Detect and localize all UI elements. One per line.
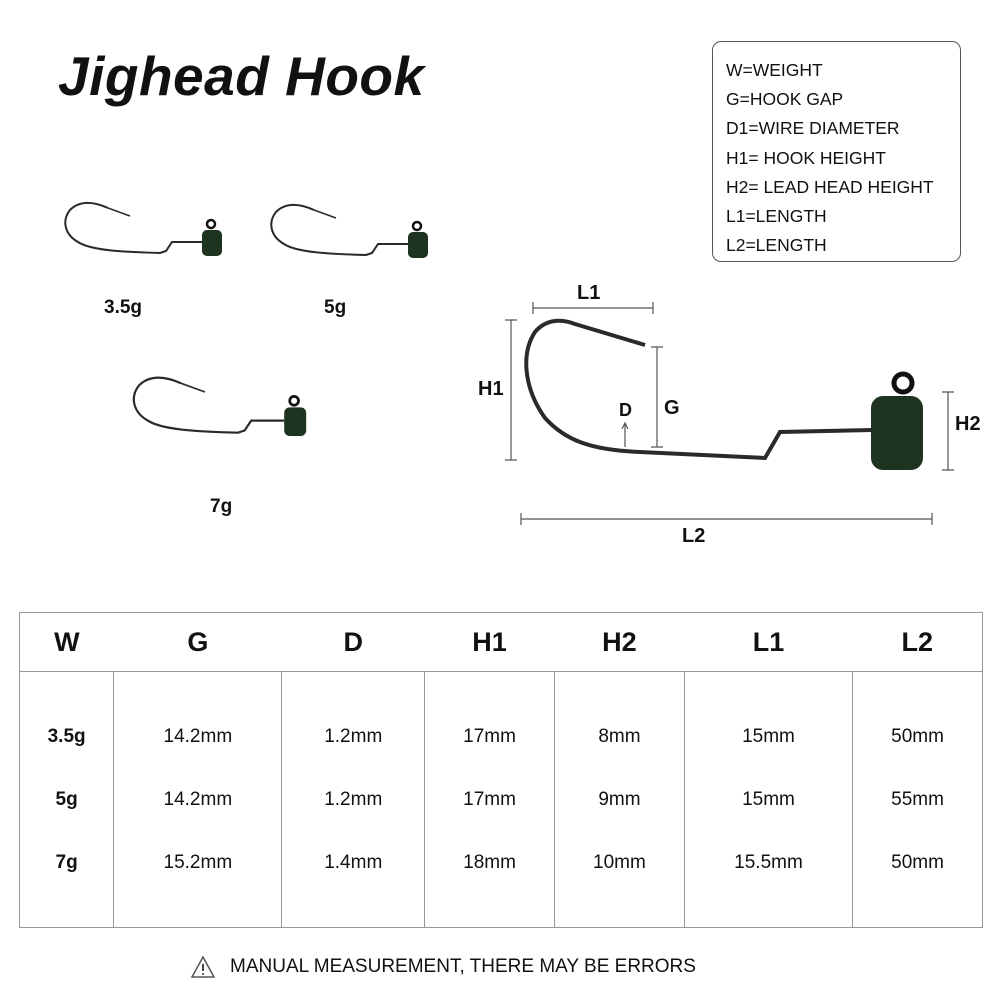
table-cell: 10mm	[593, 852, 646, 873]
legend-item: W=WEIGHT	[726, 60, 823, 80]
table-cell: 55mm	[891, 789, 944, 810]
table-cell: 14.2mm	[163, 789, 233, 810]
header-h1: H1	[424, 612, 555, 672]
legend-item: D1=WIRE DIAMETER	[726, 118, 900, 139]
abbreviation-legend: W=WEIGHT G=HOOK GAP D1=WIRE DIAMETER H1=…	[712, 41, 961, 262]
legend-item: H2= LEAD HEAD HEIGHT	[726, 176, 934, 197]
legend-item: L2=LENGTH	[726, 235, 827, 256]
table-cell: 15.5mm	[734, 852, 803, 873]
table-cell: 1.2mm	[324, 726, 383, 747]
table-cell: 7g	[55, 852, 78, 873]
warning-triangle-icon	[190, 955, 216, 978]
dim-label-l2: L2	[682, 525, 706, 547]
dim-label-l1: L1	[577, 282, 601, 304]
column-l2: 50mm 55mm 50mm	[852, 671, 983, 928]
table-header-row: W G D H1 H2 L1 L2	[19, 612, 983, 672]
table-cell: 50mm	[891, 726, 944, 747]
dim-label-h2: H2	[955, 413, 981, 435]
column-l1: 15mm 15mm 15.5mm	[683, 671, 853, 928]
table-cell: 15mm	[742, 789, 795, 810]
dim-label-d: D	[619, 400, 632, 420]
hook-5g-icon	[270, 203, 430, 260]
hook-7g-icon	[132, 376, 308, 438]
hook-3-5g-icon	[64, 201, 224, 258]
dimension-lines	[505, 302, 954, 525]
table-cell: 9mm	[598, 789, 641, 810]
dim-label-g: G	[664, 397, 680, 419]
header-w: W	[19, 612, 114, 672]
table-cell: 1.2mm	[324, 789, 383, 810]
dim-label-h1: H1	[478, 378, 504, 400]
measurement-note: MANUAL MEASUREMENT, THERE MAY BE ERRORS	[190, 955, 696, 979]
hook-illustrations	[64, 201, 954, 525]
note-text: MANUAL MEASUREMENT, THERE MAY BE ERRORS	[230, 956, 696, 977]
legend-item: H1= HOOK HEIGHT	[726, 147, 886, 168]
column-d: 1.2mm 1.2mm 1.4mm	[281, 671, 425, 928]
header-l2: L2	[852, 612, 983, 672]
table-cell: 15.2mm	[163, 852, 233, 873]
table-cell: 5g	[55, 789, 78, 810]
table-cell: 3.5g	[47, 726, 86, 747]
variant-label-7g: 7g	[210, 496, 233, 517]
legend-item: L1=LENGTH	[726, 206, 827, 227]
column-g: 14.2mm 14.2mm 15.2mm	[113, 671, 282, 928]
table-cell: 17mm	[463, 726, 516, 747]
spec-table: W G D H1 H2 L1 L2 3.5g 5g 7g 14.2mm 14.2…	[19, 612, 983, 928]
header-d: D	[281, 612, 425, 672]
table-cell: 8mm	[598, 726, 641, 747]
header-l1: L1	[684, 612, 853, 672]
table-cell: 17mm	[463, 789, 516, 810]
table-body: 3.5g 5g 7g 14.2mm 14.2mm 15.2mm 1.2mm 1.…	[20, 671, 983, 928]
table-cell: 14.2mm	[163, 726, 233, 747]
legend-item: G=HOOK GAP	[726, 89, 844, 110]
column-h2: 8mm 9mm 10mm	[553, 671, 685, 928]
header-g: G	[113, 612, 282, 672]
page-title: Jighead Hook	[58, 45, 425, 107]
diagram-hook-icon	[524, 318, 923, 470]
column-h1: 17mm 17mm 18mm	[424, 671, 555, 928]
column-w: 3.5g 5g 7g	[20, 672, 114, 928]
table-cell: 18mm	[463, 852, 516, 873]
variant-label-3-5g: 3.5g	[104, 297, 143, 318]
table-cell: 15mm	[742, 726, 795, 747]
table-cell: 1.4mm	[324, 852, 383, 873]
variant-label-5g: 5g	[324, 297, 347, 318]
table-cell: 50mm	[891, 852, 944, 873]
header-h2: H2	[554, 612, 685, 672]
